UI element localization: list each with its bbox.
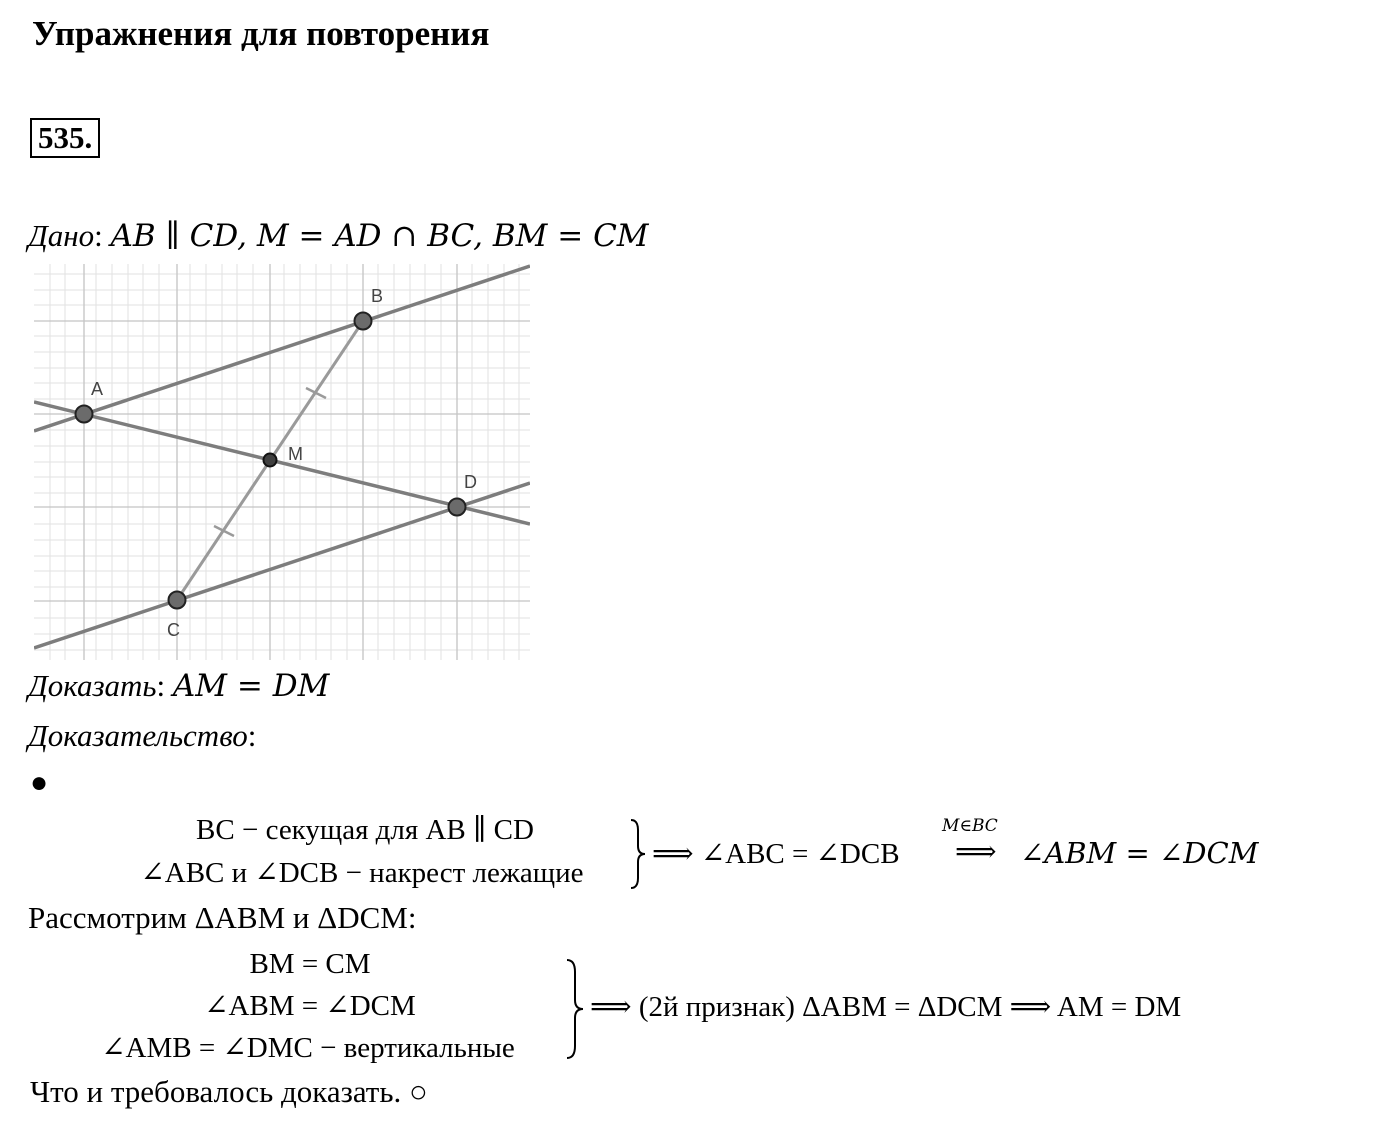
prove-line: Доказать: AM = DM [28,668,330,704]
line-cd [34,481,530,650]
consider-line: Рассмотрим ΔABM и ΔDCM: [28,900,417,935]
label-c: C [167,620,180,640]
step1-over-arrow: M∈BC [942,816,998,836]
section-title: Упражнения для повторения [32,14,490,53]
step1-line2: ∠ABC и ∠DCB − накрест лежащие [140,857,584,889]
point-a [74,404,94,424]
tick-bm [305,386,327,400]
prove-statement: AM = DM [172,668,330,704]
step1-result1: ⟹ ∠ABC = ∠DCB [652,838,900,870]
step2-line2: ∠ABM = ∠DCM [204,990,416,1022]
step1-line1: BC − секущая для AB ∥ CD [196,814,534,846]
point-m [262,452,278,468]
point-b [353,311,373,331]
point-c [167,590,187,610]
problem-number: 535. [30,118,101,158]
label-b: B [371,286,383,306]
step2-result: ⟹ (2й признак) ΔABM = ΔDCM ⟹ AM = DM [590,991,1182,1023]
conclusion: Что и требовалось доказать. ○ [30,1074,428,1109]
label-a: A [91,379,103,399]
step2-line3: ∠AMB = ∠DMC − вертикальные [101,1032,515,1064]
step1-result2: ∠ABM = ∠DCM [1020,836,1259,870]
point-d [447,497,467,517]
label-d: D [464,472,477,492]
given-statement: AB ∥ CD, M = AD ∩ BC, BM = CM [110,218,649,254]
step1-brace [630,819,646,889]
step1-arrow: ⟹ [955,836,997,868]
proof-label: Доказательство [28,718,248,753]
proof-heading: Доказательство: [28,718,257,753]
bullet: ● [30,766,49,799]
step2-brace [566,959,584,1059]
label-m: M [288,444,303,464]
geometry-figure: A B C D M [34,264,530,660]
step2-line1: BM = CM [249,948,371,980]
tick-cm [213,524,235,538]
line-ab [34,264,530,433]
given-line: Дано: AB ∥ CD, M = AD ∩ BC, BM = CM [28,218,649,254]
given-label: Дано [28,218,95,253]
prove-label: Доказать [28,668,157,703]
problem-number-box: 535. [30,118,101,158]
line-ad [34,400,530,526]
